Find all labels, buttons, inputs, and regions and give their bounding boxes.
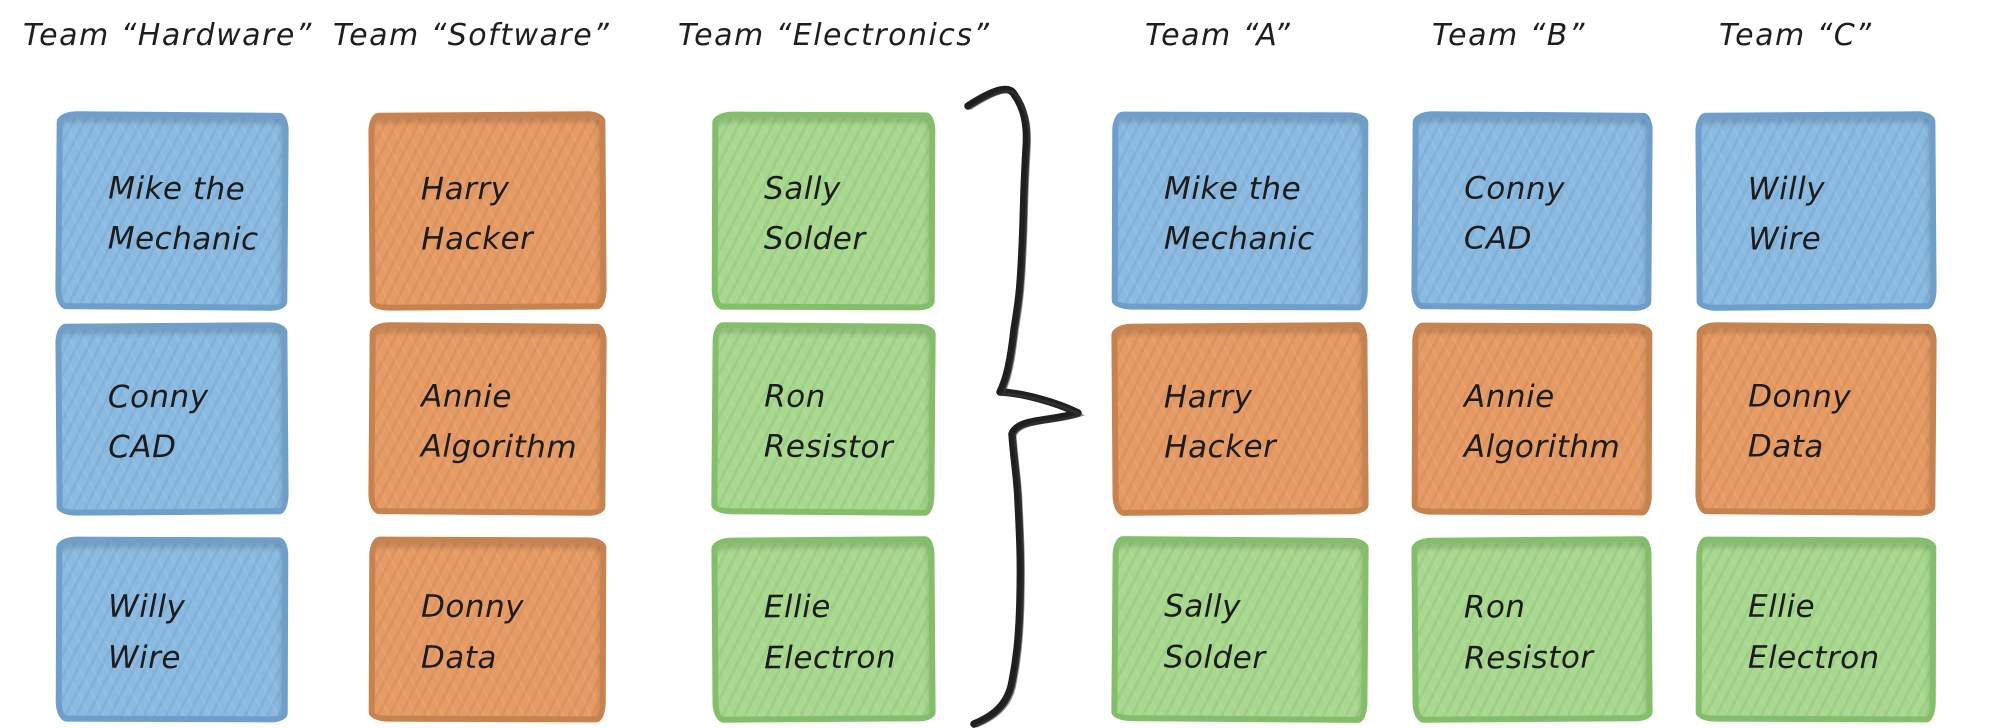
sticky-note-sally-solder: Sally Solder [711, 111, 936, 311]
note-line: Algorithm [420, 428, 578, 466]
sticky-note-ron-resistor: Ron Resistor [1411, 536, 1653, 723]
sticky-note-donny-data: Donny Data [1695, 322, 1937, 516]
sticky-note-ellie-electron: Ellie Electron [711, 536, 936, 723]
note-line: Mechanic [107, 220, 259, 258]
note-line: Electron [1747, 639, 1880, 676]
sticky-note-annie-algorithm: Annie Algorithm [368, 322, 607, 516]
sticky-note-willy-wire: Willy Wire [1695, 111, 1937, 311]
curly-brace-icon [964, 85, 1085, 728]
note-line: Annie [421, 378, 513, 415]
sticky-note-willy-wire: Willy Wire [55, 536, 289, 723]
note-line: Mechanic [1163, 220, 1315, 258]
column-header-team-electronics: Team “Electronics” [678, 18, 991, 53]
note-line: Ron [1463, 589, 1526, 626]
column-header-team-c: Team “C” [1719, 18, 1873, 53]
note-line: Willy [1747, 170, 1826, 208]
note-line: Hacker [1164, 428, 1277, 466]
sticky-note-conny-cad: Conny CAD [1411, 111, 1653, 311]
note-line: Harry [420, 170, 510, 208]
column-header-team-a: Team “A” [1145, 18, 1292, 53]
note-line: Solder [763, 220, 866, 258]
note-line: Wire [1748, 220, 1822, 258]
sticky-note-mike-the-mechanic: Mike the Mechanic [1111, 111, 1369, 311]
note-line: Ellie [763, 589, 831, 626]
sticky-note-ellie-electron: Ellie Electron [1695, 536, 1937, 723]
note-line: Wire [107, 639, 182, 676]
sticky-note-sally-solder: Sally Solder [1111, 535, 1369, 724]
note-line: Conny [107, 378, 209, 416]
sticky-note-donny-data: Donny Data [368, 536, 607, 723]
sticky-note-mike-the-mechanic: Mike the Mechanic [55, 111, 289, 311]
note-line: Electron [764, 638, 897, 676]
note-line: Donny [421, 589, 525, 626]
note-line: Harry [1163, 378, 1253, 416]
note-line: Hacker [421, 220, 534, 258]
sticky-note-annie-algorithm: Annie Algorithm [1411, 322, 1653, 516]
note-line: Resistor [1464, 639, 1594, 676]
sticky-note-conny-cad: Conny CAD [55, 322, 289, 516]
note-line: Ron [764, 378, 826, 415]
note-line: Data [420, 639, 497, 676]
column-header-team-hardware: Team “Hardware” [23, 18, 313, 53]
note-line: Donny [1748, 378, 1852, 416]
column-header-team-b: Team “B” [1432, 18, 1586, 53]
note-line: Mike the [108, 170, 246, 208]
note-line: Conny [1464, 170, 1566, 208]
note-line: Ellie [1748, 589, 1816, 626]
note-line: Algorithm [1463, 428, 1621, 466]
note-line: Sally [764, 170, 841, 207]
note-line: Mike the [1164, 170, 1302, 207]
sticky-note-harry-hacker: Harry Hacker [368, 111, 607, 311]
note-line: Data [1747, 428, 1824, 466]
note-line: Resistor [763, 428, 894, 466]
column-header-team-software: Team “Software” [333, 18, 611, 53]
note-line: CAD [108, 428, 177, 466]
note-line: Solder [1163, 638, 1266, 676]
sticky-note-harry-hacker: Harry Hacker [1111, 322, 1369, 516]
note-line: Willy [108, 589, 186, 626]
note-line: Annie [1464, 378, 1555, 415]
note-line: CAD [1463, 220, 1533, 258]
note-line: Sally [1164, 588, 1242, 626]
sticky-note-ron-resistor: Ron Resistor [711, 322, 936, 516]
